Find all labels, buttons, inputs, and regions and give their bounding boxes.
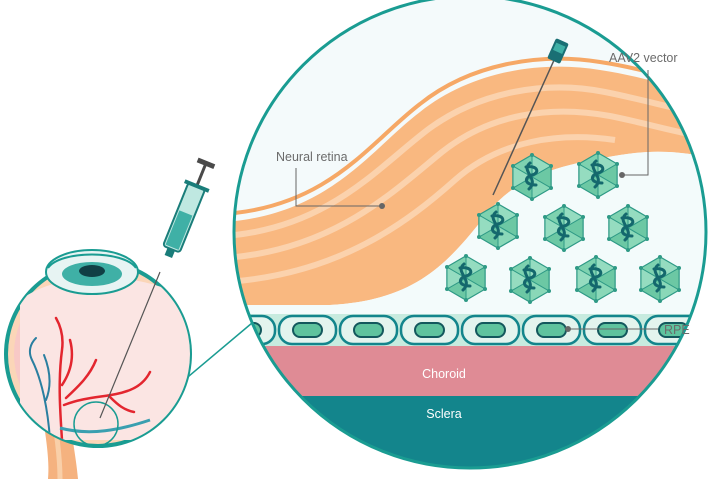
rpe-layer — [234, 314, 725, 346]
label-neural-retina: Neural retina — [276, 150, 348, 164]
rpe-nucleus — [597, 322, 628, 338]
magnified-retina-view: Neural retina AAV2 vector RPE Choroid Sc… — [232, 0, 725, 470]
rpe-nucleus — [353, 322, 384, 338]
neural-retina-layer — [234, 56, 706, 305]
rpe-nucleus — [292, 322, 323, 338]
rpe-cell — [704, 314, 706, 346]
choroid-layer — [234, 346, 706, 396]
rpe-nucleus — [475, 322, 506, 338]
eye-illustration — [4, 249, 192, 479]
zoom-region-marker — [73, 401, 119, 447]
rpe-nucleus — [720, 323, 725, 337]
rpe-cell — [234, 314, 277, 346]
injection-needle — [492, 38, 569, 196]
syringe-icon — [162, 157, 216, 259]
label-choroid: Choroid — [422, 367, 466, 381]
rpe-nucleus — [414, 322, 445, 338]
rpe-nucleus — [536, 322, 567, 338]
label-aav2-vector: AAV2 vector — [609, 51, 678, 65]
label-rpe: RPE — [664, 323, 690, 337]
blood-vessels — [54, 316, 152, 442]
label-sclera: Sclera — [426, 407, 461, 421]
